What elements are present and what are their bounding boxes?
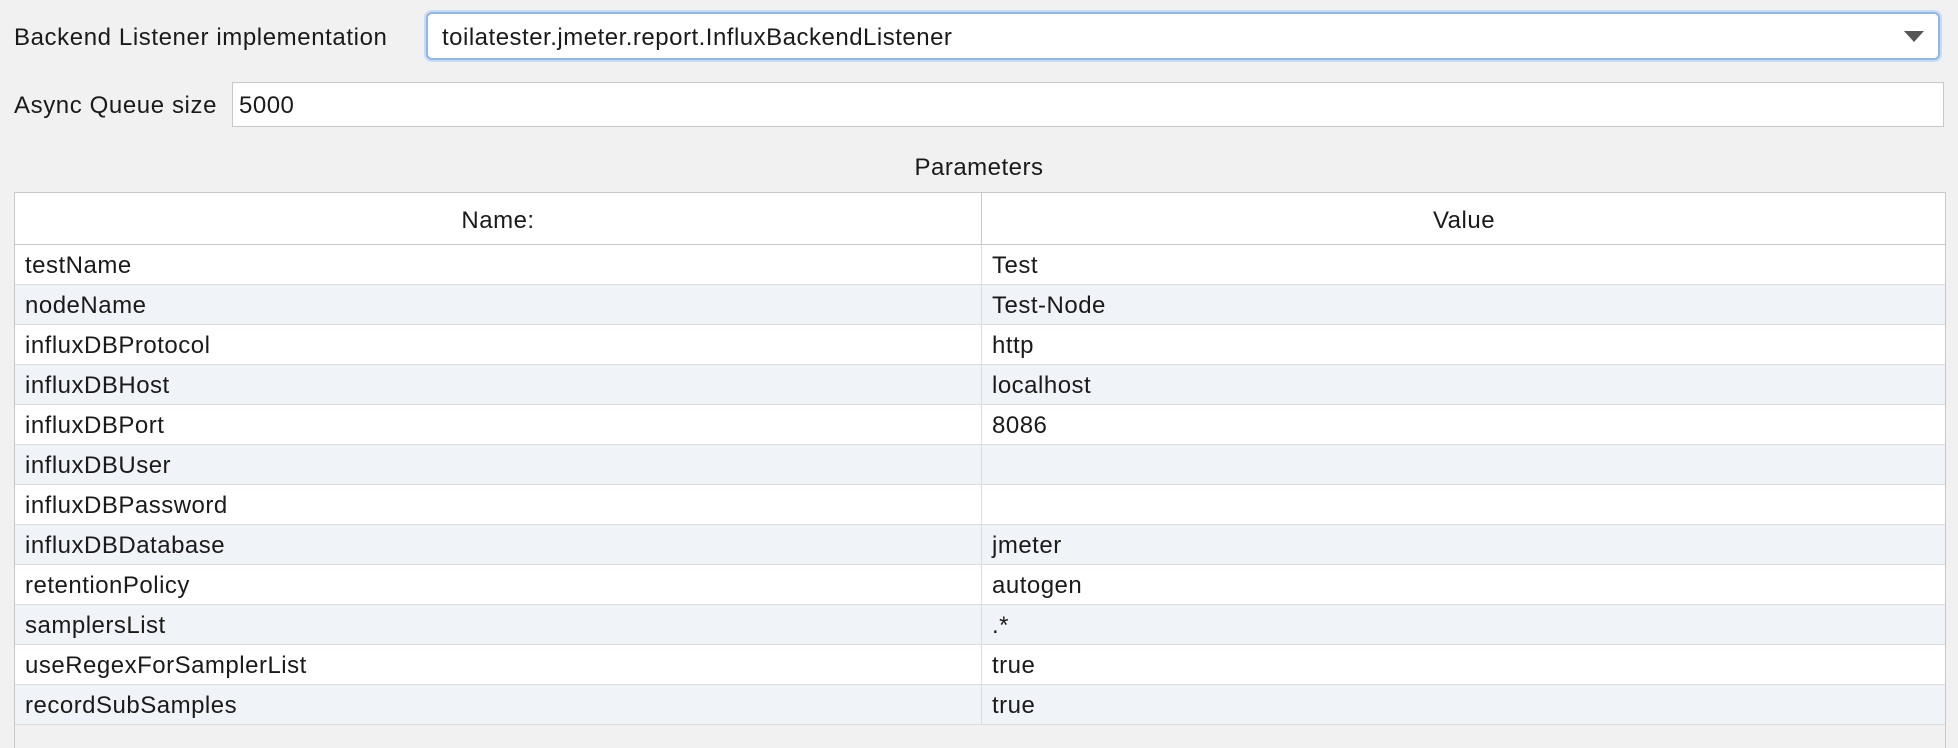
cell-value[interactable]: .* <box>992 612 1010 639</box>
column-divider <box>981 245 982 285</box>
column-divider <box>981 193 982 245</box>
column-header-name[interactable]: Name: <box>461 207 535 234</box>
implementation-selected-value: toilatester.jmeter.report.InfluxBackendL… <box>442 24 953 51</box>
table-header: Name: Value <box>15 193 1945 245</box>
column-divider <box>981 565 982 605</box>
cell-value[interactable]: http <box>992 332 1035 359</box>
cell-name[interactable]: influxDBDatabase <box>25 532 226 559</box>
implementation-row: Backend Listener implementation toilates… <box>0 12 1958 66</box>
cell-name[interactable]: influxDBPassword <box>25 492 228 519</box>
table-row[interactable]: influxDBPassword <box>15 485 1945 525</box>
cell-name[interactable]: recordSubSamples <box>25 692 238 719</box>
table-row[interactable]: samplersList .* <box>15 605 1945 645</box>
column-divider <box>981 685 982 725</box>
cell-name[interactable]: retentionPolicy <box>25 572 190 599</box>
column-divider <box>981 445 982 485</box>
table-row[interactable]: influxDBUser <box>15 445 1945 485</box>
table-row[interactable]: influxDBDatabase jmeter <box>15 525 1945 565</box>
queue-size-label: Async Queue size <box>14 92 218 119</box>
column-header-value[interactable]: Value <box>1432 207 1496 234</box>
cell-name[interactable]: samplersList <box>25 612 166 639</box>
cell-name[interactable]: influxDBProtocol <box>25 332 211 359</box>
cell-value[interactable]: localhost <box>992 372 1092 399</box>
column-divider <box>981 285 982 325</box>
parameters-table: Name: Value testName Test nodeName Test-Nod… <box>14 192 1946 748</box>
column-divider <box>981 365 982 405</box>
table-row[interactable]: useRegexForSamplerList true <box>15 645 1945 685</box>
cell-name[interactable]: testName <box>25 252 132 279</box>
implementation-select[interactable]: toilatester.jmeter.report.InfluxBackendL… <box>426 12 1940 60</box>
column-divider <box>981 525 982 565</box>
column-divider <box>981 605 982 645</box>
column-divider <box>981 405 982 445</box>
cell-value[interactable]: true <box>992 692 1036 719</box>
implementation-label: Backend Listener implementation <box>14 24 388 51</box>
table-row[interactable]: recordSubSamples true <box>15 685 1945 725</box>
cell-value[interactable]: autogen <box>992 572 1083 599</box>
table-row[interactable]: testName Test <box>15 245 1945 285</box>
queue-size-row: Async Queue size 5000 <box>0 80 1958 130</box>
column-divider <box>981 645 982 685</box>
table-row[interactable]: influxDBPort 8086 <box>15 405 1945 445</box>
cell-name[interactable]: useRegexForSamplerList <box>25 652 307 679</box>
cell-value[interactable]: jmeter <box>992 532 1062 559</box>
cell-value[interactable]: 8086 <box>992 412 1048 439</box>
cell-name[interactable]: influxDBUser <box>25 452 172 479</box>
cell-name[interactable]: influxDBPort <box>25 412 165 439</box>
parameters-title: Parameters <box>914 154 1044 181</box>
cell-name[interactable]: nodeName <box>25 292 147 319</box>
cell-value[interactable]: true <box>992 652 1036 679</box>
table-body: testName Test nodeName Test-Node influxDBPro… <box>15 245 1945 725</box>
cell-value[interactable]: Test-Node <box>992 292 1106 319</box>
table-row[interactable]: retentionPolicy autogen <box>15 565 1945 605</box>
table-row[interactable]: nodeName Test-Node <box>15 285 1945 325</box>
queue-size-input[interactable]: 5000 <box>232 82 1944 127</box>
column-divider <box>981 325 982 365</box>
cell-value[interactable]: Test <box>992 252 1039 279</box>
table-row[interactable]: influxDBHost localhost <box>15 365 1945 405</box>
column-divider <box>981 485 982 525</box>
cell-name[interactable]: influxDBHost <box>25 372 170 399</box>
chevron-down-icon[interactable] <box>1904 31 1924 42</box>
table-row[interactable]: influxDBProtocol http <box>15 325 1945 365</box>
